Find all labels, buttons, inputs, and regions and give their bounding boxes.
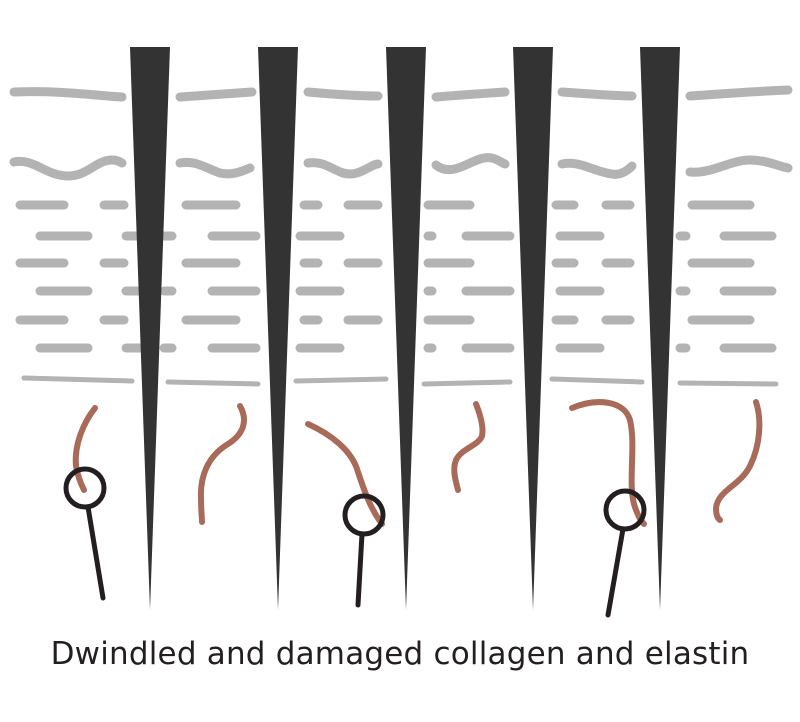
dermal-wave-layer xyxy=(9,153,793,181)
probe-pin-icon xyxy=(63,466,647,618)
epidermis-surface xyxy=(9,85,793,102)
microneedle-icon xyxy=(130,47,680,610)
diagram-caption: Dwindled and damaged collagen and elasti… xyxy=(50,636,750,672)
dermis-base-line xyxy=(21,375,779,387)
collagen-fiber-icon xyxy=(72,399,763,527)
